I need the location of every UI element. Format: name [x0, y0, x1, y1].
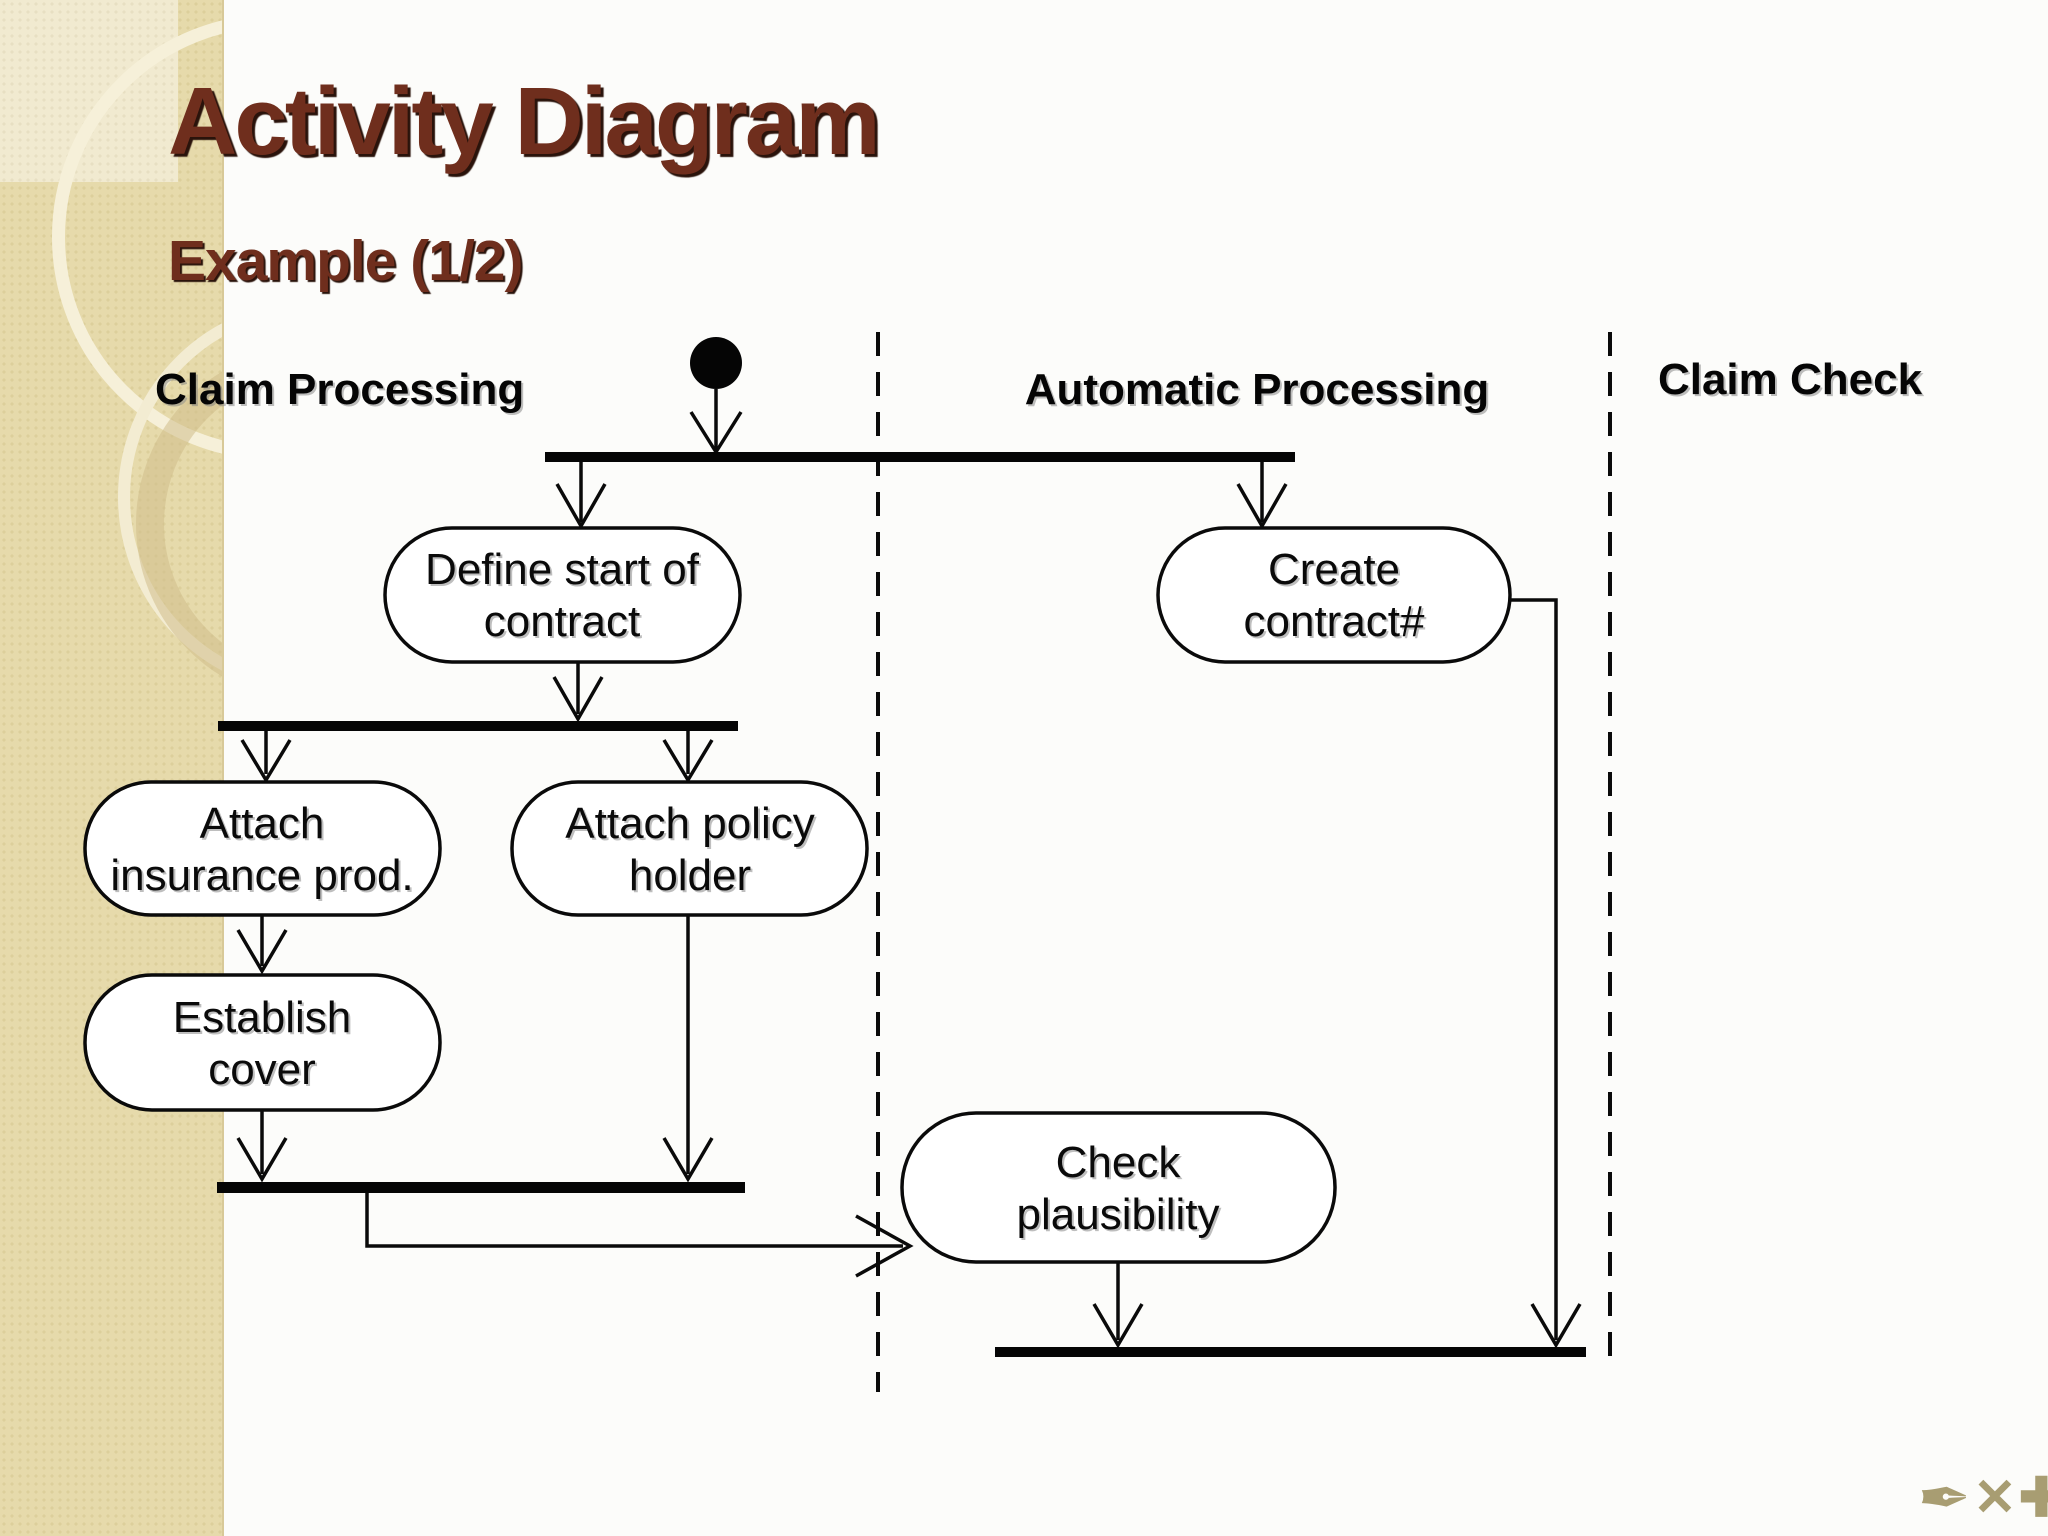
arrowhead-right: [855, 1214, 914, 1278]
activity-node-create-contract: [1156, 526, 1512, 664]
arrowhead-down: [240, 739, 292, 784]
activity-node-label: Check: [1056, 1138, 1182, 1187]
activity-node-check-plausibility: [900, 1111, 1337, 1264]
arrowhead-down: [1530, 1303, 1582, 1349]
pen-nib-icon: ✒: [1917, 1462, 1972, 1534]
activity-node-label: Attach: [200, 799, 325, 848]
arrowhead-down: [236, 929, 288, 975]
x-icon: ✕: [1973, 1469, 2017, 1527]
activity-node-define-start: [383, 526, 742, 664]
activity-node-label: insurance prod.: [110, 851, 413, 900]
activity-node-label: Create: [1268, 545, 1400, 594]
activity-node-label: cover: [208, 1045, 316, 1094]
flow-line-create-to-join: [1510, 598, 1558, 1340]
join-bar: [217, 1182, 745, 1193]
initial-node: [690, 337, 742, 389]
plus-icon: ✚: [2018, 1468, 2048, 1528]
activity-node-label: Establish: [173, 993, 352, 1042]
activity-node-label: Define start of: [425, 545, 700, 594]
slide-title: Activity Diagram: [168, 68, 881, 175]
activity-node-label: contract: [484, 597, 641, 646]
arrowhead-down: [236, 1137, 288, 1183]
slide-subtitle: Example (1/2): [168, 229, 523, 293]
arrowhead-down: [552, 676, 604, 723]
arrowhead-down: [662, 1137, 714, 1183]
arrowhead-down: [1236, 483, 1288, 530]
activity-node-label: contract#: [1244, 597, 1426, 646]
flow-line-join-to-check: [365, 1193, 903, 1248]
activity-node-label: plausibility: [1017, 1190, 1220, 1239]
fork-bar: [545, 452, 1295, 462]
final-join-bar: [995, 1347, 1586, 1357]
lane-label-claim-processing: Claim Processing: [155, 365, 524, 414]
fork-bar: [218, 721, 738, 731]
activity-node-label: holder: [629, 851, 751, 900]
lane-label-automatic-processing: Automatic Processing: [1025, 365, 1490, 414]
arrowhead-down: [662, 739, 714, 784]
activity-node-label: Attach policy: [565, 799, 814, 848]
arrowhead-down: [1092, 1303, 1144, 1349]
corner-decoration: ✒ ✕ ✚: [1918, 1466, 2048, 1530]
sidebar-decoration: [0, 0, 224, 1536]
arrowhead-down: [555, 483, 607, 530]
lane-label-claim-check: Claim Check: [1658, 355, 1923, 404]
